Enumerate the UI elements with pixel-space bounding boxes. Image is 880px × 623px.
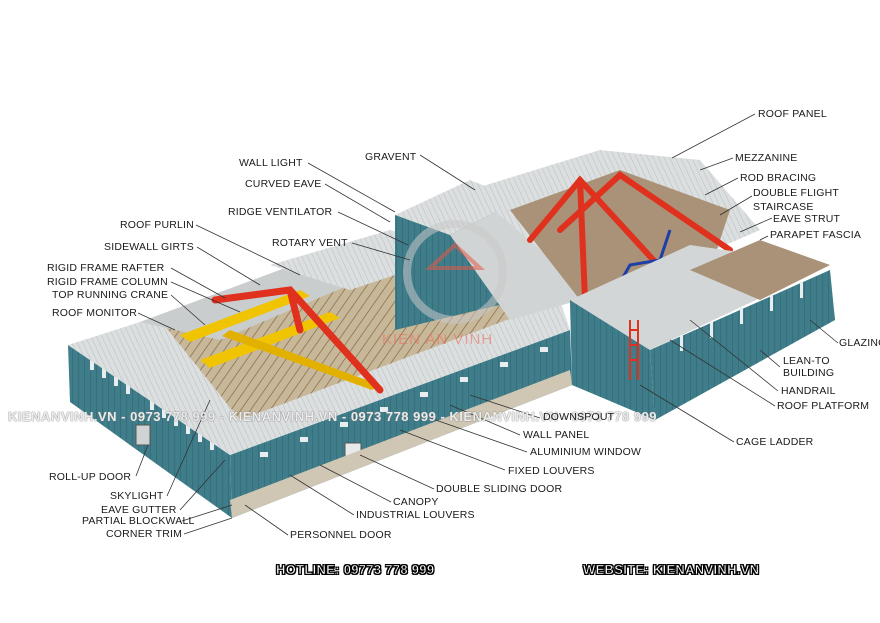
- main-front-roof: [220, 300, 570, 455]
- logo-circle: [403, 220, 507, 324]
- label-parapet-fascia: PARAPET FASCIA: [770, 229, 862, 241]
- logo-text: KIEN AN VINH: [382, 331, 494, 348]
- label-personnel-door: PERSONNEL DOOR: [290, 529, 392, 541]
- label-eave-gutter: EAVE GUTTER: [101, 504, 177, 516]
- label-eave-strut: EAVE STRUT: [773, 213, 841, 225]
- label-downspout: DOWNSPOUT: [543, 411, 615, 423]
- label-roof-purlin: ROOF PURLIN: [120, 219, 194, 231]
- label-mezzanine: MEZZANINE: [735, 152, 798, 164]
- label-sidewall-girts: SIDEWALL GIRTS: [104, 241, 194, 253]
- label-double-flight: DOUBLE FLIGHT: [753, 187, 840, 199]
- right-mezzanine: [690, 240, 830, 300]
- label-top-running-crane: TOP RUNNING CRANE: [52, 289, 169, 301]
- leader-lines: [135, 113, 839, 536]
- label-roof-panel: ROOF PANEL: [758, 108, 827, 120]
- label-cage-ladder: CAGE LADDER: [736, 436, 814, 448]
- label-roll-up-door: ROLL-UP DOOR: [49, 471, 132, 483]
- label-ridge-ventilator: RIDGE VENTILATOR: [228, 206, 333, 218]
- crane-shape: [180, 290, 380, 390]
- front-wall-windows: [260, 347, 548, 457]
- label-corner-trim: CORNER TRIM: [106, 528, 183, 540]
- website-text: WEBSITE: KIENANVINH.VN: [583, 562, 760, 578]
- label-canopy: CANOPY: [393, 496, 439, 508]
- label-industrial-louvers: INDUSTRIAL LOUVERS: [356, 509, 475, 521]
- label-roof-platform: ROOF PLATFORM: [777, 400, 870, 412]
- right-side-wall: [570, 300, 655, 420]
- partial-blockwall-shape: [230, 370, 572, 518]
- label-roof-monitor: ROOF MONITOR: [52, 307, 138, 319]
- label-partial-blockwall: PARTIAL BLOCKWALL: [82, 515, 195, 527]
- label-skylight: SKYLIGHT: [110, 490, 164, 502]
- steel-frames: [211, 286, 384, 394]
- label-aluminium-window: ALUMINIUM WINDOW: [530, 446, 642, 458]
- label-fixed-louvers: FIXED LOUVERS: [508, 465, 595, 477]
- watermark-text: KIENANVINH.VN - 0973 778 999 - KIENANVIN…: [8, 409, 658, 424]
- label-handrail: HANDRAIL: [781, 385, 836, 397]
- label-rod-bracing: ROD BRACING: [740, 172, 817, 184]
- label-wall-light: WALL LIGHT: [239, 157, 303, 169]
- end-wall-windows: [90, 360, 214, 450]
- label-gravent: GRAVENT: [365, 151, 417, 163]
- right-front-wall: [650, 270, 835, 420]
- label-staircase: STAIRCASE: [753, 201, 814, 213]
- label-wall-panel: WALL PANEL: [523, 429, 590, 441]
- glazing-shapes: [680, 282, 803, 351]
- label-lean-to-building: LEAN-TO BUILDING: [783, 355, 835, 379]
- logo-house: [424, 242, 486, 270]
- cage-ladder-shape: [629, 320, 639, 380]
- label-rigid-frame-column: RIGID FRAME COLUMN: [47, 276, 168, 288]
- label-double-sliding-door: DOUBLE SLIDING DOOR: [436, 483, 563, 495]
- label-glazing: GLAZING: [839, 337, 880, 349]
- hotline-text: HOTLINE: 09773 778 999: [276, 562, 435, 578]
- label-curved-eave: CURVED EAVE: [245, 178, 322, 190]
- label-rigid-frame-rafter: RIGID FRAME RAFTER: [47, 262, 165, 274]
- roll-up-door-shape: [135, 424, 151, 446]
- label-rotary-vent: ROTARY VENT: [272, 237, 348, 249]
